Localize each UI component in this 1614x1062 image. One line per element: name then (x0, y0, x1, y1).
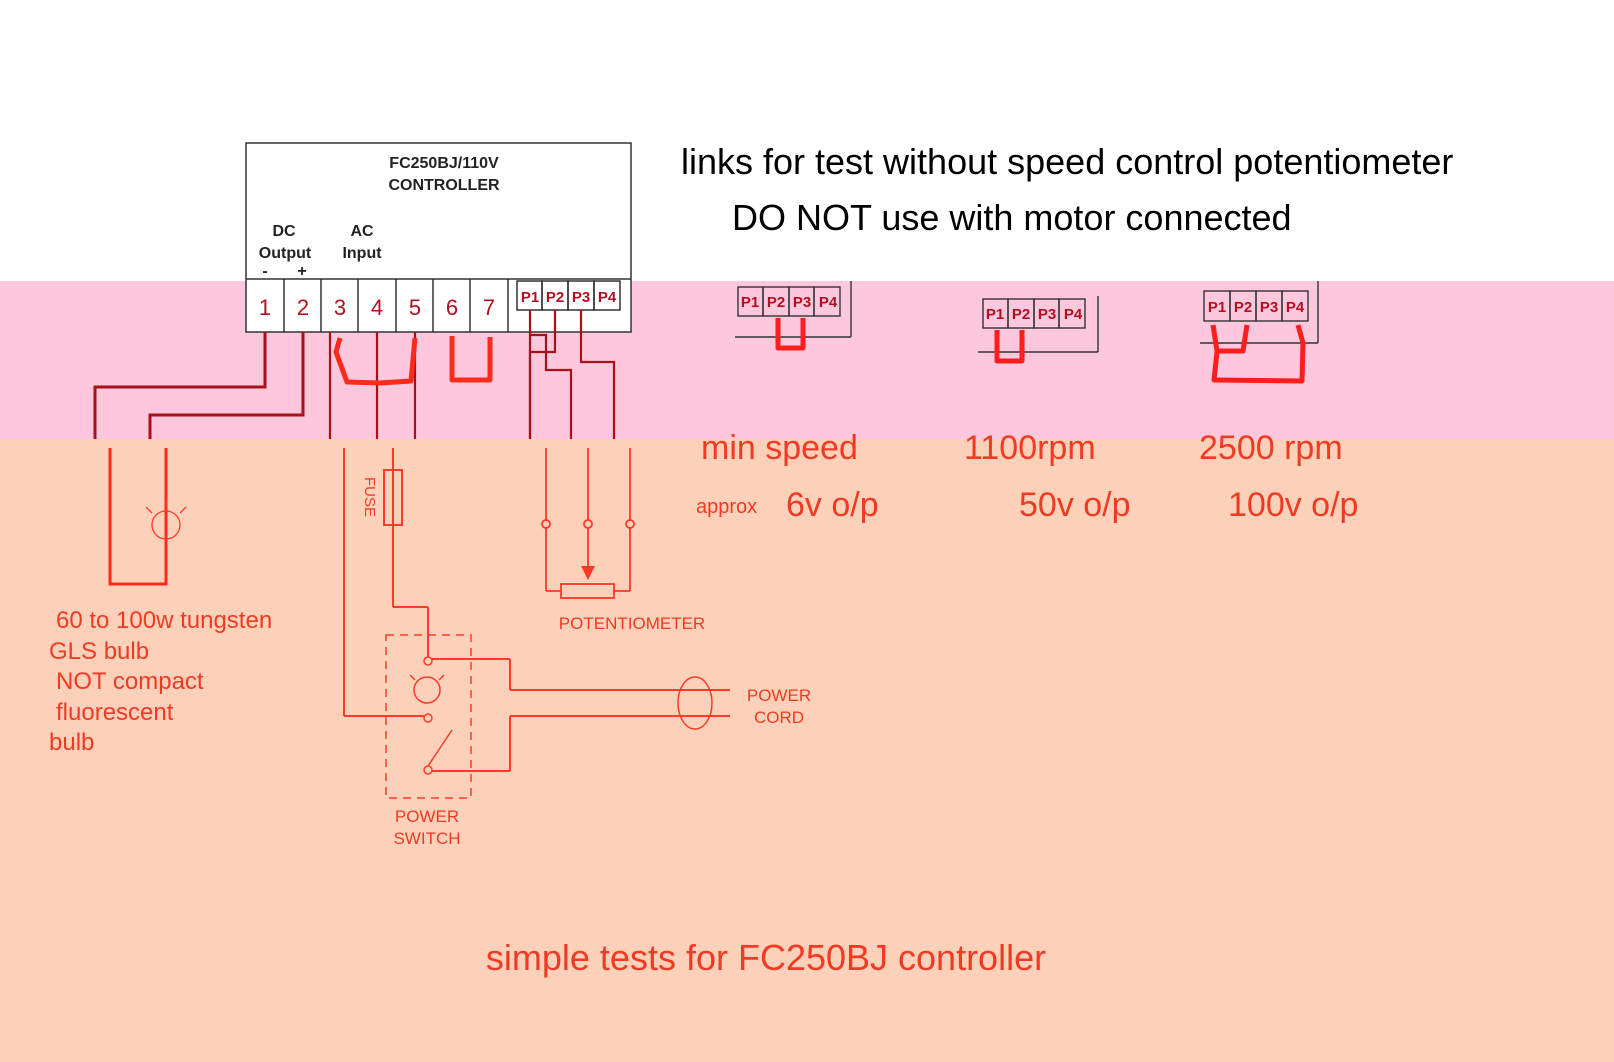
peach-band (0, 439, 1614, 1062)
bulb-note-line5: bulb (49, 729, 94, 756)
potentiometer-wiper-arrow (581, 566, 595, 580)
output-label: Output (259, 245, 312, 262)
input-label: Input (342, 245, 382, 262)
controller-title-label: CONTROLLER (388, 177, 500, 194)
link3-p2: P2 (1234, 299, 1252, 316)
terminal-p1: P1 (521, 289, 539, 306)
output-label-100v: 100v o/p (1228, 486, 1358, 524)
link1-p3: P3 (793, 294, 811, 311)
terminal-p2: P2 (546, 289, 564, 306)
potentiometer-label: POTENTIOMETER (559, 614, 705, 633)
heading-line2: DO NOT use with motor connected (732, 197, 1292, 238)
link1-p2: P2 (767, 294, 785, 311)
terminal-2: 2 (297, 295, 309, 320)
terminal-3: 3 (334, 295, 346, 320)
footer-caption: simple tests for FC250BJ controller (486, 937, 1046, 978)
power-switch-label-line1: POWER (395, 807, 459, 826)
ac-lower-wiring (343, 448, 730, 772)
terminal-7: 7 (483, 295, 495, 320)
link2-p3: P3 (1038, 306, 1056, 323)
bulb-wires (108, 448, 168, 586)
approx-label: approx (696, 496, 757, 518)
controller-box: FC250BJ/110V CONTROLLER DC Output - + AC… (245, 142, 632, 333)
terminal-6: 6 (446, 295, 458, 320)
link3-p3: P3 (1260, 299, 1278, 316)
terminal-5: 5 (409, 295, 421, 320)
terminal-p3: P3 (572, 289, 590, 306)
link-6-7 (449, 336, 493, 383)
bulb-note-line4: fluorescent (56, 699, 174, 726)
terminal-1: 1 (259, 295, 271, 320)
dc-output-wires (93, 332, 305, 439)
link-diagram-min-speed: P1 P2 P3 P4 (735, 281, 852, 351)
link-3-5 (333, 337, 418, 386)
link2-p4: P4 (1064, 306, 1083, 323)
output-label-50v: 50v o/p (1019, 486, 1131, 524)
link-diagram-1100rpm: P1 P2 P3 P4 (978, 296, 1099, 364)
terminal-p4: P4 (598, 289, 617, 306)
dc-label: DC (272, 223, 296, 240)
bulb-note-line2: GLS bulb (49, 638, 149, 665)
link1-p4: P4 (819, 294, 838, 311)
ac-label: AC (350, 223, 374, 240)
link2-p1: P1 (986, 306, 1004, 323)
heading-line1: links for test without speed control pot… (681, 141, 1453, 182)
link3-p1: P1 (1208, 299, 1226, 316)
power-switch-label-line2: SWITCH (393, 829, 460, 848)
potentiometer-wires-lower (541, 448, 635, 599)
fuse-icon: FUSE (361, 469, 403, 526)
power-cord-icon (677, 676, 713, 730)
controller-model-label: FC250BJ/110V (389, 155, 499, 172)
potentiometer-wires-upper (528, 310, 616, 439)
minus-label: - (262, 263, 267, 280)
bulb-note-line1: 60 to 100w tungsten (56, 607, 272, 634)
link-diagram-2500rpm: P1 P2 P3 P4 (1200, 281, 1319, 384)
bulb-note-line3: NOT compact (56, 668, 204, 695)
link1-p1: P1 (741, 294, 759, 311)
power-cord-label-line1: POWER (747, 686, 811, 705)
speed-label-1100: 1100rpm (964, 429, 1096, 467)
terminal-4: 4 (371, 295, 383, 320)
link2-p2: P2 (1012, 306, 1030, 323)
speed-label-min: min speed (701, 429, 858, 467)
power-switch-icon (385, 634, 472, 799)
output-label-6v: 6v o/p (786, 486, 879, 524)
terminal-strip (246, 278, 631, 332)
fuse-label: FUSE (361, 477, 378, 517)
plus-label: + (297, 263, 306, 280)
speed-label-2500: 2500 rpm (1199, 429, 1343, 467)
power-cord-label-line2: CORD (754, 708, 804, 727)
ac-input-wires (328, 332, 417, 439)
bulb-icon (145, 500, 187, 540)
link3-p4: P4 (1286, 299, 1305, 316)
